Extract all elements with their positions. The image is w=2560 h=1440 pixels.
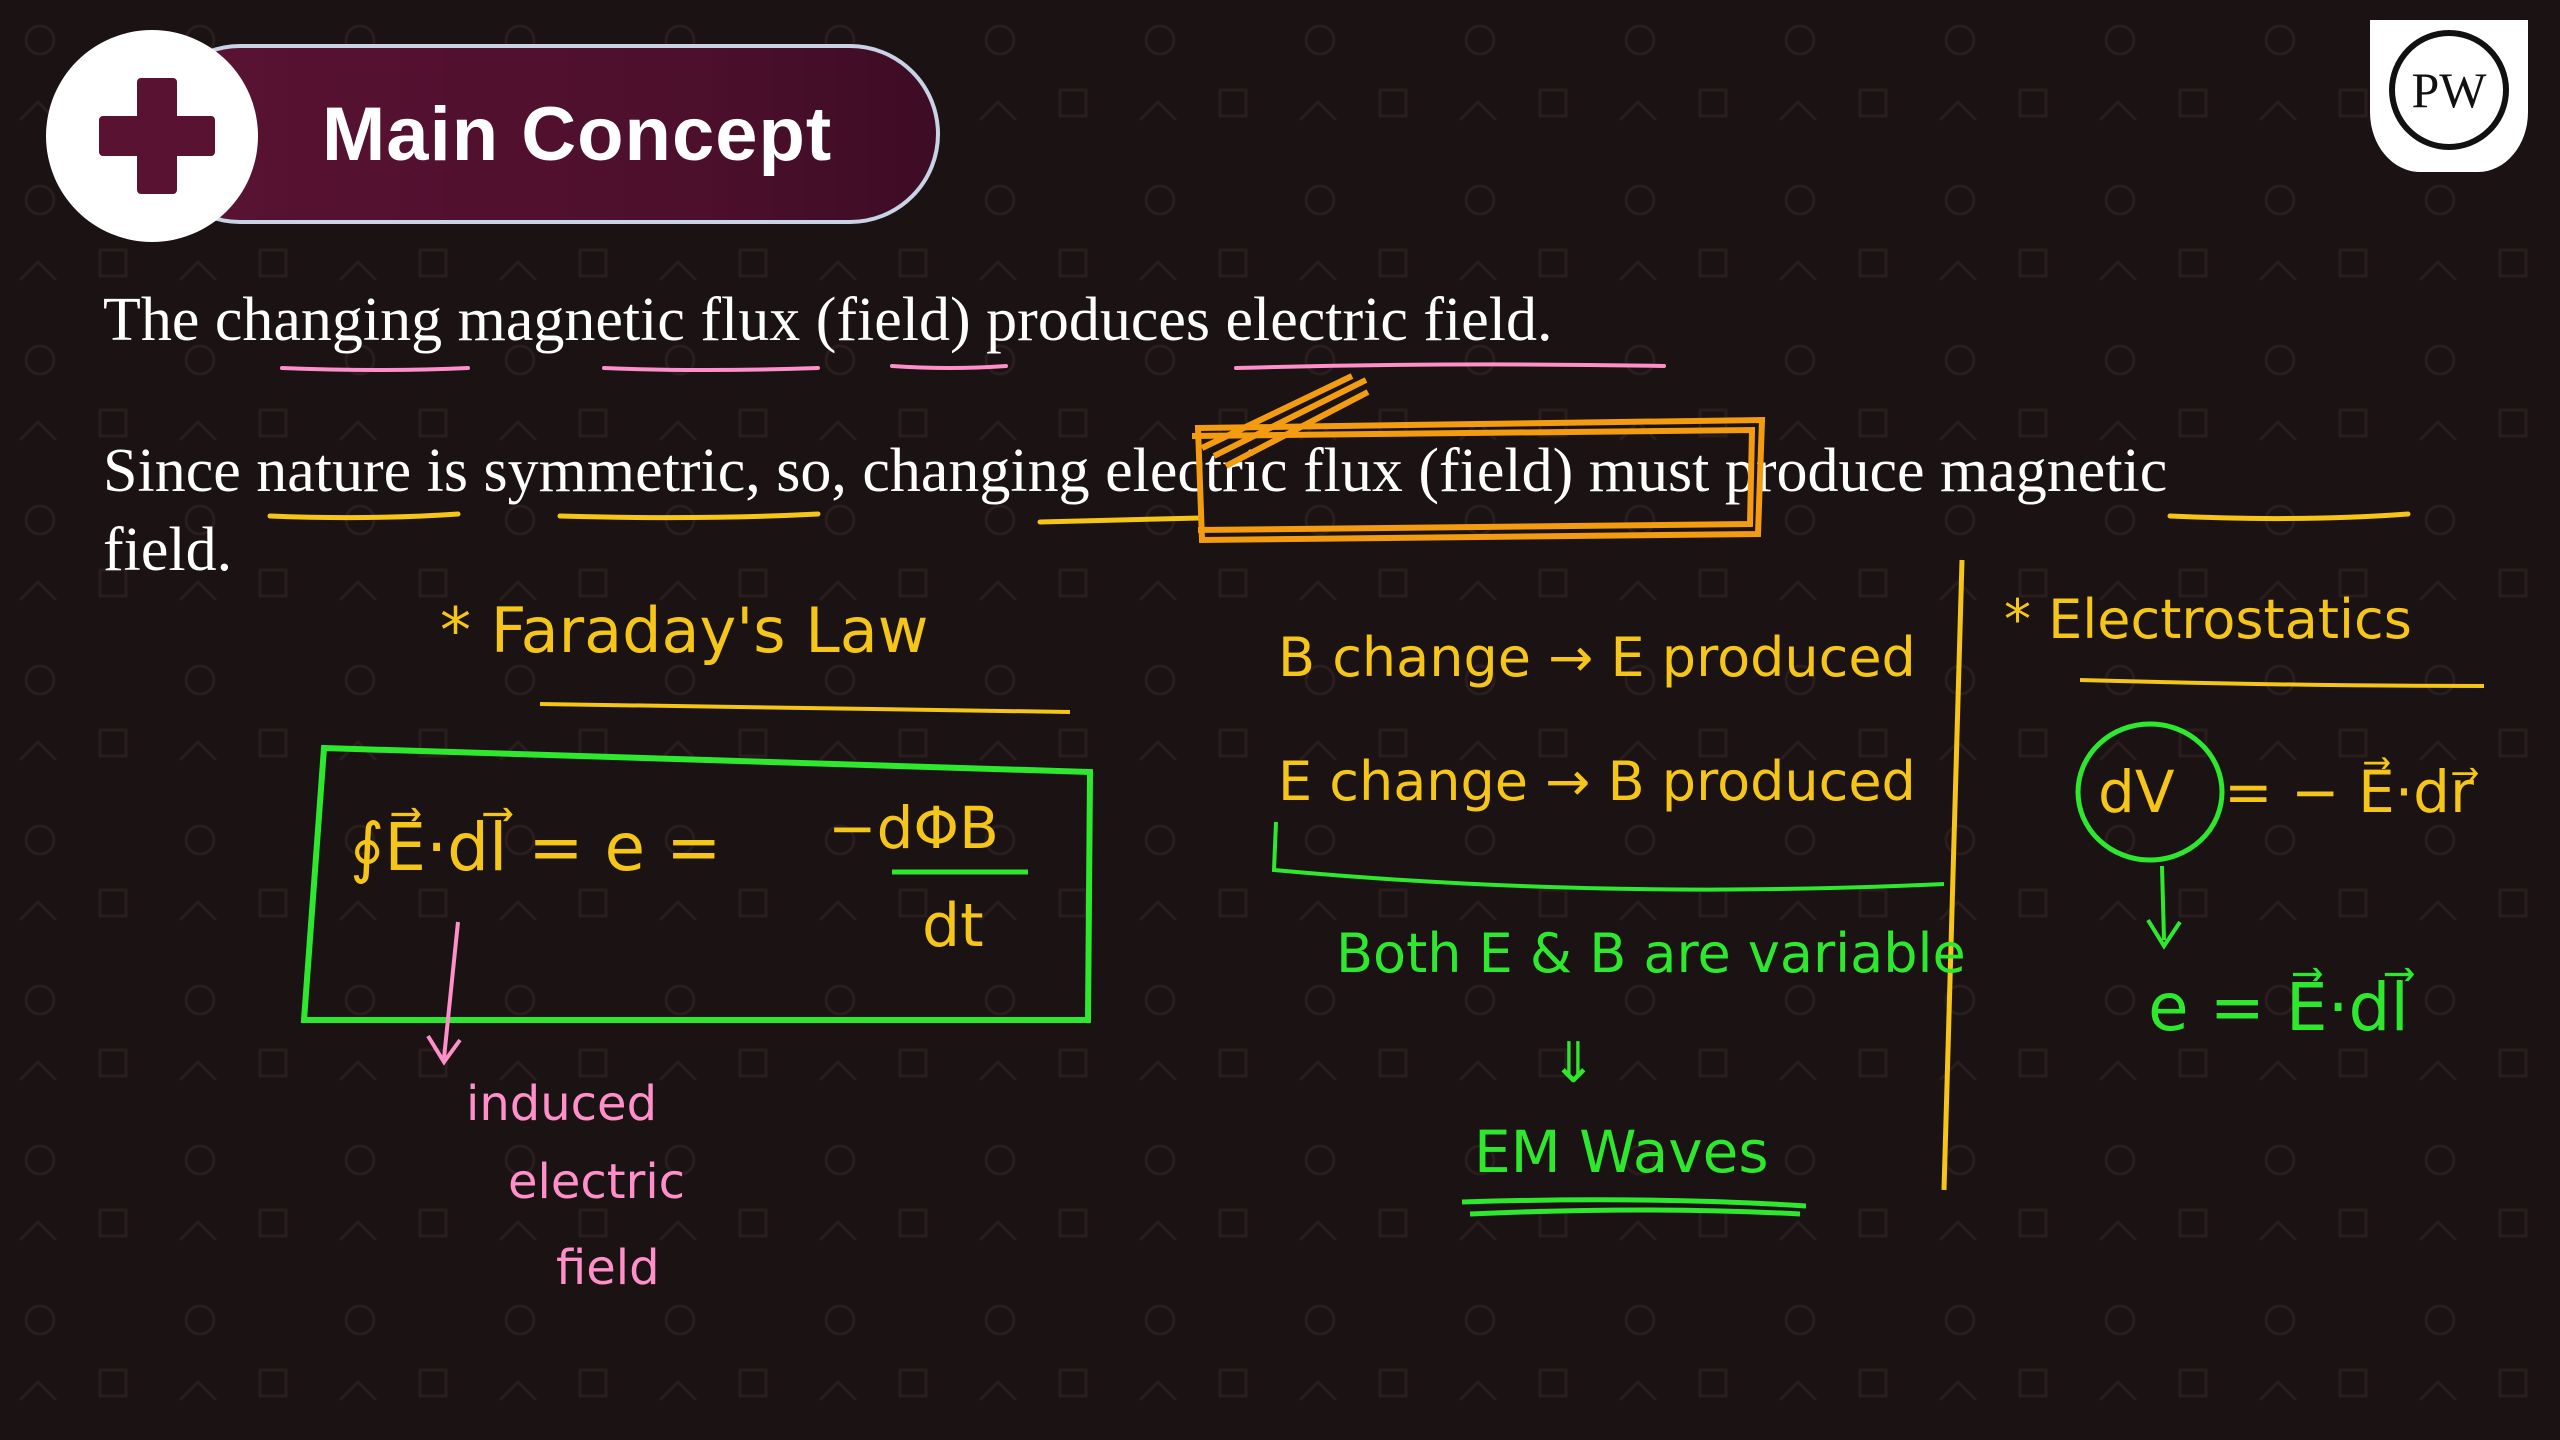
electrostatics-heading: * Electrostatics — [2004, 588, 2412, 651]
page-title: Main Concept — [322, 92, 833, 177]
induced-label-2: electric — [508, 1154, 685, 1210]
divider-line — [1941, 559, 1965, 1191]
dv-circle — [2075, 721, 2225, 863]
faraday-heading: * Faraday's Law — [440, 594, 929, 667]
concept-line-3: field. — [103, 516, 233, 584]
faraday-underline — [539, 702, 1071, 714]
concept-line-1: The changing magnetic flux (field) produ… — [103, 286, 1553, 354]
electric-flux-highlight — [1191, 373, 1766, 544]
plus-icon-bar — [99, 116, 215, 156]
double-down-arrow: ⇓ — [1550, 1031, 1597, 1096]
emf-formula: e = E⃗·dl⃗ — [2148, 967, 2415, 1046]
dv-formula-dv: dV — [2098, 758, 2175, 826]
em-waves-underline — [1461, 1197, 1807, 1217]
dv-formula-rhs: = − E⃗·dr⃗ — [2224, 756, 2479, 826]
faraday-denominator: dt — [922, 891, 984, 961]
b-change-note: B change → E produced — [1278, 626, 1916, 689]
faraday-lhs: ∮E⃗·dl⃗ = e = — [350, 807, 721, 886]
faraday-box — [300, 744, 1094, 1023]
pw-logo-text: PW — [2411, 62, 2487, 118]
concept-line-2: Since nature is symmetric, so, changing … — [103, 437, 2168, 505]
dv-arrow — [2146, 865, 2182, 950]
em-waves-label: EM Waves — [1474, 1118, 1769, 1186]
electrostatics-underline — [2079, 678, 2485, 688]
induced-label-3: field — [556, 1240, 660, 1296]
pw-logo-icon — [2389, 30, 2509, 150]
line2-underlines — [267, 511, 2411, 525]
e-change-note: E change → B produced — [1278, 750, 1916, 813]
induced-label-1: induced — [466, 1076, 657, 1132]
induced-arrow — [426, 921, 462, 1066]
faraday-numerator: −dΦB — [828, 794, 999, 862]
header-banner — [150, 44, 940, 224]
change-bracket — [1271, 821, 1945, 892]
line1-underlines — [280, 362, 1666, 372]
both-variable-note: Both E & B are variable — [1336, 922, 1966, 985]
